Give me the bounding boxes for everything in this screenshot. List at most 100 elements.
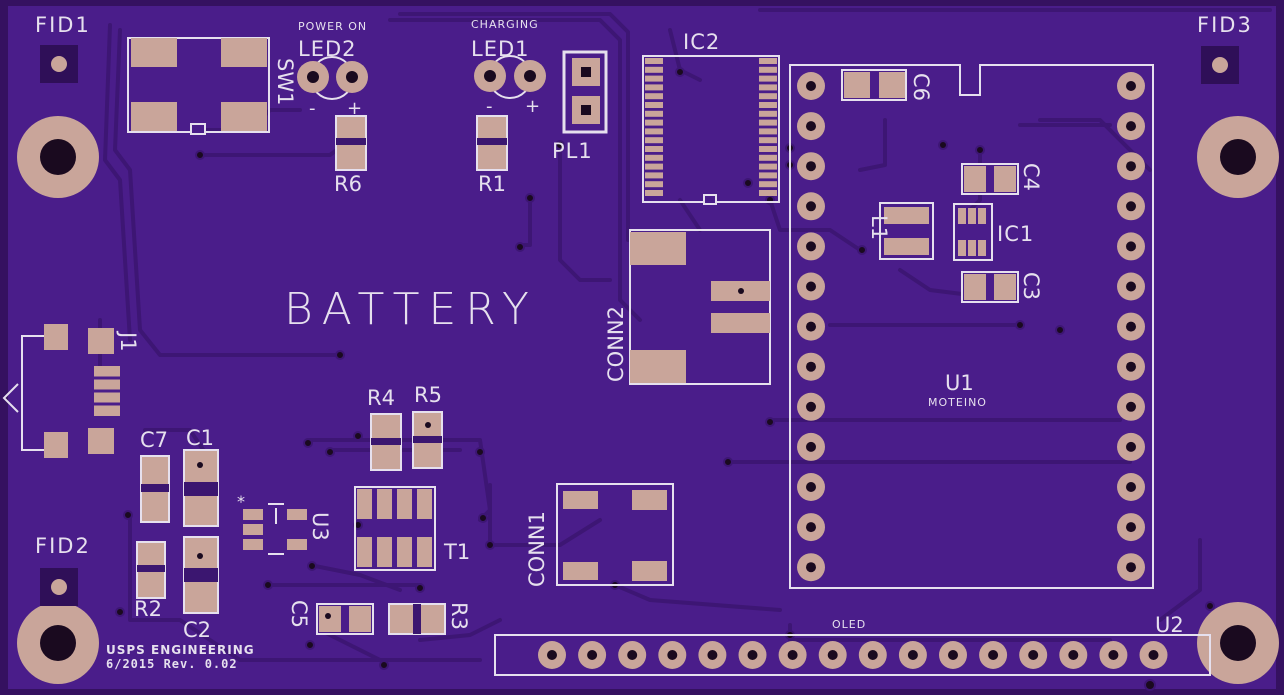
fiducials: FID1 FID2 FID3 [35,13,1253,606]
fiducial-marker [51,579,67,595]
u1-pin-drill [806,81,816,91]
ic2-pad [645,75,663,82]
ic2-pad [759,119,777,126]
fiducial-marker [51,56,67,72]
u2-label: U2 [1155,613,1184,637]
ic2-pad [645,84,663,91]
u1-pin-drill [1126,401,1136,412]
sw1-switch: SW1 [127,37,297,135]
oled-label: OLED [832,618,866,631]
u1-pin-drill [1126,441,1136,452]
ic2-pad [759,128,777,135]
fid3-label: FID3 [1197,13,1253,37]
u1-pin-drill [806,361,816,372]
c3-capacitor: C3 [961,271,1043,303]
u2-pin-drill [948,650,958,660]
company-label: USPS ENGINEERING [106,643,255,657]
l1-inductor: L1 [867,202,934,260]
c1-capacitor: C1 [183,426,219,527]
r4-resistor: R4 [367,386,402,471]
u1-moteino: U1 MOTEINO [789,64,1154,589]
c1-label: C1 [186,426,214,450]
revision-label: 6/2015 Rev. 0.02 [106,657,238,671]
u2-pin-drill [907,650,918,660]
c3-label: C3 [1019,272,1043,300]
j1-connector: J1 [2,324,140,458]
j1-label: J1 [116,330,140,352]
c6-label: C6 [909,73,933,101]
ic1-label: IC1 [997,222,1034,246]
ic2-pad [759,102,777,108]
u1-pin-drill [1126,281,1136,292]
u2-pin-drill [747,650,758,660]
r4-label: R4 [367,386,395,410]
r6-label: R6 [334,172,362,196]
conn1-label: CONN1 [525,511,549,587]
u1-pin-drill [1126,361,1136,372]
r5-resistor: R5 [412,383,443,469]
led2-caption: POWER ON [298,20,367,33]
u1-pin-drill [806,321,816,332]
u1-pin-drill [1126,201,1136,212]
ic2-pad [645,93,663,100]
ic2-pad [645,146,663,152]
c4-label: C4 [1019,163,1043,191]
mounting-holes [17,116,1279,684]
u1-pin-drill [806,522,816,533]
fid2-label: FID2 [35,534,91,558]
ic2-pad [759,93,777,100]
ic2-pad [645,110,663,117]
u1-pin-drill [806,241,816,252]
ic2-pad [645,66,663,73]
ic2-chip: IC2 [642,30,780,205]
ic2-pad [759,75,777,82]
r3-resistor: R3 [388,602,471,635]
r6-resistor: R6 [334,115,367,196]
u2-pin-drill [627,650,638,660]
led2-plus: + [347,98,362,119]
u2-pin-drill [667,650,678,660]
u1-value: MOTEINO [928,396,987,409]
u1-pin-drill [806,161,816,172]
u2-pin-drill [587,650,598,660]
ic2-pad [645,181,663,188]
ic2-pad [759,146,777,152]
u1-pin-drill [806,201,816,212]
c4-capacitor: C4 [961,163,1043,195]
ic2-pad [759,110,777,117]
led1: CHARGING LED1 - + [471,18,546,117]
u1-pin-drill [806,121,816,132]
u2-pin-drill [988,650,999,660]
u3-chip: * U3 [237,492,332,555]
led2-minus: - [309,98,316,119]
u2-pin-drill [827,650,838,660]
ic2-pad [645,119,663,126]
u1-pin-drill [1126,482,1136,492]
battery-label: BATTERY [284,284,538,335]
conn2-connector: CONN2 [604,229,771,385]
u1-pin-drill [1126,81,1136,91]
u1-pin-drill [806,401,816,412]
r3-label: R3 [447,602,471,630]
u2-pin-drill [1148,650,1159,660]
ic2-pad [759,66,777,73]
r5-label: R5 [414,383,442,407]
u3-label: U3 [308,512,332,541]
u1-pin-drill [806,281,816,292]
r2-label: R2 [134,597,162,621]
u2-pin-drill [867,650,878,660]
r1-label: R1 [478,172,506,196]
u2-pin-drill [1108,650,1119,660]
fid1-label: FID1 [35,13,91,37]
u1-pin-drill [1126,522,1136,533]
c6-capacitor: C6 [841,69,933,101]
ic2-pad [645,154,663,161]
u1-pin-drill [806,441,816,452]
c5-capacitor: C5 [287,600,374,635]
pl1-label: PL1 [552,139,593,163]
led2: POWER ON LED2 - + [297,20,368,119]
u1-pin-drill [1126,161,1136,172]
ic2-pad [645,172,663,179]
ic2-pad [759,181,777,188]
u1-pin-drill [806,562,816,573]
